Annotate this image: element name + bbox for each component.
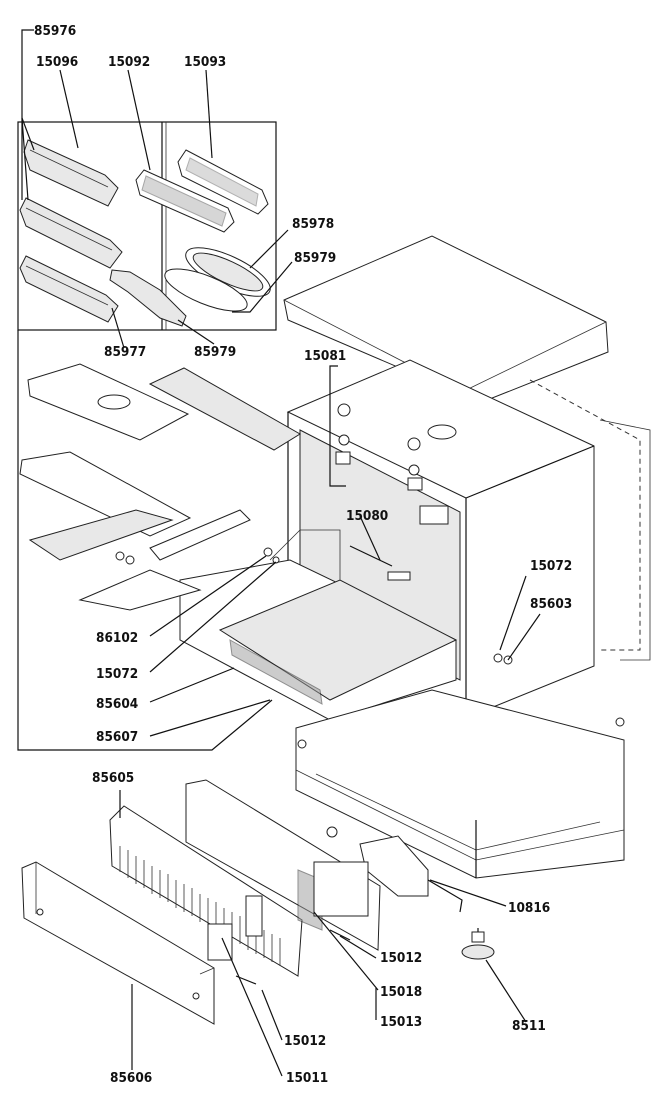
label-15012-lower: 15012	[284, 1033, 326, 1049]
label-15012-upper: 15012	[380, 950, 422, 966]
label-85979-lower: 85979	[194, 344, 236, 360]
label-85606: 85606	[110, 1070, 152, 1086]
label-15092: 15092	[108, 54, 150, 70]
label-15072-left: 15072	[96, 666, 138, 682]
part-labels: 85976 15096 15092 15093 85978 85979 8597…	[34, 23, 572, 1086]
label-15080: 15080	[346, 508, 388, 524]
label-85978: 85978	[292, 216, 334, 232]
base-assembly	[21, 689, 625, 1025]
label-86102: 86102	[96, 630, 138, 646]
label-15081: 15081	[304, 348, 346, 364]
label-15072-right: 15072	[530, 558, 572, 574]
label-85605: 85605	[92, 770, 134, 786]
label-8511: 8511	[512, 1018, 546, 1034]
label-85607: 85607	[96, 729, 138, 745]
label-15018: 15018	[380, 984, 422, 1000]
leader-lines	[21, 29, 541, 1077]
label-15011: 15011	[286, 1070, 328, 1086]
handle-options-inset	[17, 121, 277, 331]
label-15013: 15013	[380, 1014, 422, 1030]
section-outline	[17, 330, 273, 751]
label-15096: 15096	[36, 54, 78, 70]
label-85979-upper: 85979	[294, 250, 336, 266]
label-10816: 10816	[508, 900, 550, 916]
label-85977: 85977	[104, 344, 146, 360]
cabinet-assembly	[19, 235, 651, 721]
label-85603: 85603	[530, 596, 572, 612]
label-85976: 85976	[34, 23, 76, 39]
label-85604: 85604	[96, 696, 138, 712]
label-15093: 15093	[184, 54, 226, 70]
